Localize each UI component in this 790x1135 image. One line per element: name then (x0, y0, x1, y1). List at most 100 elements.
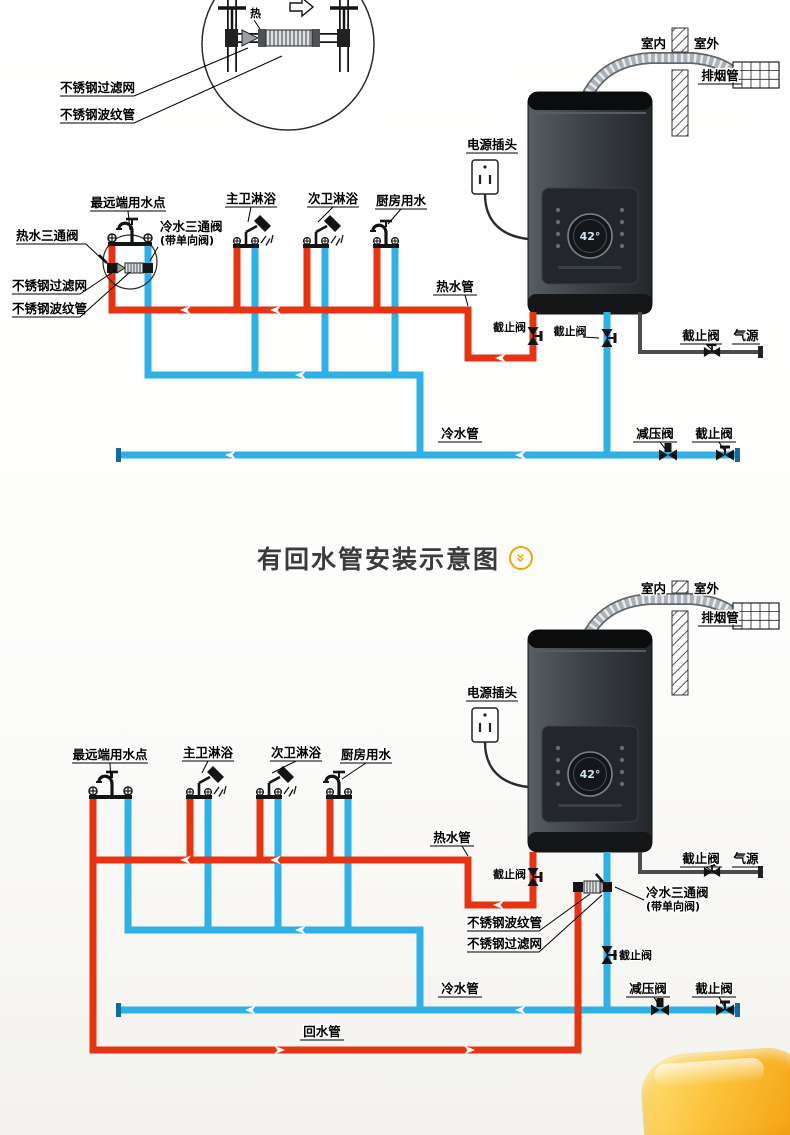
label-hot-pipe: 热水管 (436, 279, 474, 294)
fixtures (88, 764, 353, 799)
filter-icon (241, 29, 260, 47)
label-corrugated-hose: 不锈钢波纹管 (12, 301, 87, 316)
label-stop-valve-main: 截止阀 (695, 981, 733, 996)
label-stop-valve-hot: 截止阀 (493, 320, 526, 334)
tap-handle-icon (88, 786, 98, 796)
label-kitchen-tap: 厨房用水 (376, 193, 427, 208)
tap-handle-icon (325, 787, 335, 797)
label-gas-source: 气源 (732, 851, 759, 866)
return-connection-assembly (573, 873, 612, 894)
diagram-no-return-pipe: 热 不锈钢过滤网 不锈钢波纹管 室内 室外 排烟管 42° 电源插头 (11, 0, 780, 462)
product-corner-highlight (653, 1057, 765, 1089)
label-master-shower: 主卫淋浴 (226, 191, 277, 206)
tap-handle-icon (343, 787, 353, 797)
double-chevron-badge-icon: » (509, 546, 533, 570)
label-pressure-reducing-valve: 减压阀 (636, 426, 674, 441)
label-farthest-tap: 最远端用水点 (72, 747, 148, 762)
tap-handle-icon (273, 787, 283, 797)
tap-handle-icon (255, 787, 265, 797)
label-second-shower: 次卫淋浴 (308, 191, 359, 206)
tap-handle-icon (250, 236, 260, 246)
label-stop-valve-cold: 截止阀 (554, 324, 587, 338)
label-corrugated-hose: 不锈钢波纹管 (467, 915, 542, 930)
diagram-with-return-pipe: 室内 室外 排烟管 42° 电源插头 (71, 580, 780, 1055)
tap-handle-icon (232, 236, 242, 246)
label-stop-valve-gas: 截止阀 (682, 851, 720, 866)
label-inset-corrugated: 不锈钢波纹管 (60, 107, 135, 122)
zoom-inset-detail: 热 不锈钢过滤网 不锈钢波纹管 (59, 0, 375, 131)
power-cord (483, 193, 529, 241)
label-cold-three-way-valve-note: (带单向阀) (646, 899, 700, 913)
section-title: 有回水管安装示意图 (256, 545, 500, 574)
label-gas-source: 气源 (732, 328, 759, 343)
section-title-row: 有回水管安装示意图 » (0, 541, 790, 575)
label-second-shower: 次卫淋浴 (271, 745, 322, 760)
return-water-pipe (89, 860, 582, 1054)
label-stop-valve-gas: 截止阀 (682, 328, 720, 343)
exhaust-vent-grille (732, 602, 780, 630)
tap-handle-icon (123, 786, 133, 796)
shower-icon (267, 764, 298, 799)
cold-three-way-valve-icon (143, 263, 153, 273)
shower-icon (244, 213, 275, 248)
hot-water-pipes (108, 244, 537, 362)
exhaust-duct (580, 593, 740, 642)
label-farthest-tap: 最远端用水点 (90, 195, 166, 210)
heater-display: 42° (580, 768, 601, 781)
label-master-shower: 主卫淋浴 (183, 745, 234, 760)
power-cord (483, 741, 529, 789)
label-cold-pipe: 冷水管 (441, 981, 479, 996)
faucet-icon (94, 770, 120, 797)
label-exhaust-duct: 排烟管 (701, 610, 739, 625)
wall (671, 27, 689, 137)
tee-fitting-icon (337, 29, 350, 47)
filter-icon (116, 262, 126, 274)
label-cold-three-way-valve-note: (带单向阀) (160, 233, 214, 247)
tap-handle-icon (372, 236, 382, 246)
corrugated-hose-icon (583, 880, 601, 894)
label-indoor: 室内 (641, 36, 666, 51)
fixtures (107, 213, 400, 248)
flow-direction-arrow-icon (289, 0, 315, 18)
tap-handle-icon (320, 236, 330, 246)
exhaust-duct (580, 52, 740, 101)
label-return-pipe: 回水管 (303, 1024, 341, 1039)
tap-handle-icon (390, 236, 400, 246)
heater-display: 42° (580, 230, 601, 243)
label-hot-pipe: 热水管 (433, 830, 471, 845)
tap-handle-icon (107, 233, 117, 243)
flow-arrows (180, 855, 526, 1055)
label-filter: 不锈钢过滤网 (467, 936, 542, 951)
cold-three-way-valve-icon (603, 882, 612, 892)
label-indoor: 室内 (641, 581, 666, 596)
label-power-plug: 电源插头 (467, 685, 518, 700)
label-power-plug: 电源插头 (467, 137, 518, 152)
faucet-icon (114, 217, 140, 244)
water-heater: 42° (527, 91, 653, 315)
label-kitchen-tap: 厨房用水 (341, 747, 392, 762)
tee-fitting-icon (225, 29, 238, 47)
label-cold-three-way-valve: 冷水三通阀 (160, 219, 223, 234)
label-stop-valve-hot: 截止阀 (493, 867, 526, 881)
zoom-source-circle (102, 234, 158, 290)
tap-handle-icon (203, 787, 213, 797)
tap-handle-icon (143, 233, 153, 243)
tap-handle-icon (185, 787, 195, 797)
label-hot-mark: 热 (250, 6, 261, 20)
hot-three-way-valve-icon (107, 263, 117, 273)
label-cold-three-way-valve: 冷水三通阀 (646, 885, 709, 900)
corrugated-hose-icon (265, 29, 313, 47)
power-outlet (471, 707, 529, 789)
label-hot-three-way-valve: 热水三通阀 (16, 228, 79, 243)
stop-valve-icon (702, 343, 722, 359)
label-outdoor: 室外 (694, 581, 720, 596)
label-stop-valve-riser: 截止阀 (619, 948, 652, 962)
label-exhaust-duct: 排烟管 (701, 68, 739, 83)
wall (671, 580, 689, 696)
label-filter: 不锈钢过滤网 (12, 278, 87, 293)
label-cold-pipe: 冷水管 (441, 426, 479, 441)
hot-water-pipes (89, 797, 537, 909)
water-heater: 42° (527, 629, 653, 853)
tap-handle-icon (302, 236, 312, 246)
